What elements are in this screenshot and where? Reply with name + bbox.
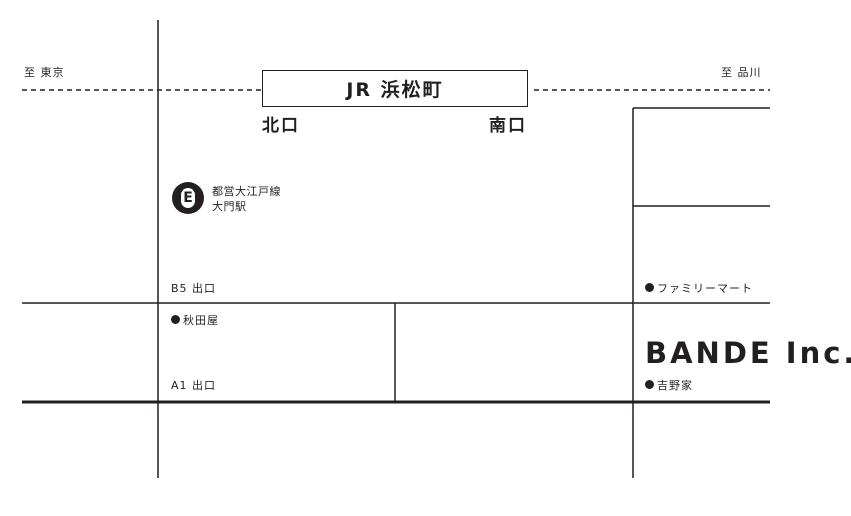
- subway-line-e-icon: [172, 182, 204, 214]
- landmark-akitaya: 秋田屋: [171, 315, 219, 326]
- direction-shinagawa: 至 品川: [721, 66, 762, 79]
- landmark-familymart-label: ファミリーマート: [657, 282, 753, 295]
- landmark-familymart: ファミリーマート: [645, 283, 753, 294]
- jr-station-box: JR 浜松町: [262, 70, 528, 107]
- landmark-akitaya-label: 秋田屋: [183, 314, 219, 327]
- subway-line-name: 都営大江戸線: [212, 185, 281, 198]
- south-exit-label: 南口: [489, 116, 527, 136]
- exit-b5-label: B5 出口: [171, 282, 217, 295]
- exit-a1-label: A1 出口: [171, 379, 217, 392]
- north-exit-label: 北口: [262, 116, 300, 136]
- landmark-yoshinoya-label: 吉野家: [657, 379, 693, 392]
- direction-tokyo: 至 東京: [24, 66, 65, 79]
- landmark-dot-icon: [171, 315, 180, 324]
- landmark-yoshinoya: 吉野家: [645, 380, 693, 391]
- company-name: BANDE Inc.: [645, 336, 851, 370]
- landmark-dot-icon: [645, 380, 654, 389]
- station-name: JR 浜松町: [346, 79, 444, 101]
- landmark-dot-icon: [645, 283, 654, 292]
- subway-station-name: 大門駅: [212, 200, 247, 213]
